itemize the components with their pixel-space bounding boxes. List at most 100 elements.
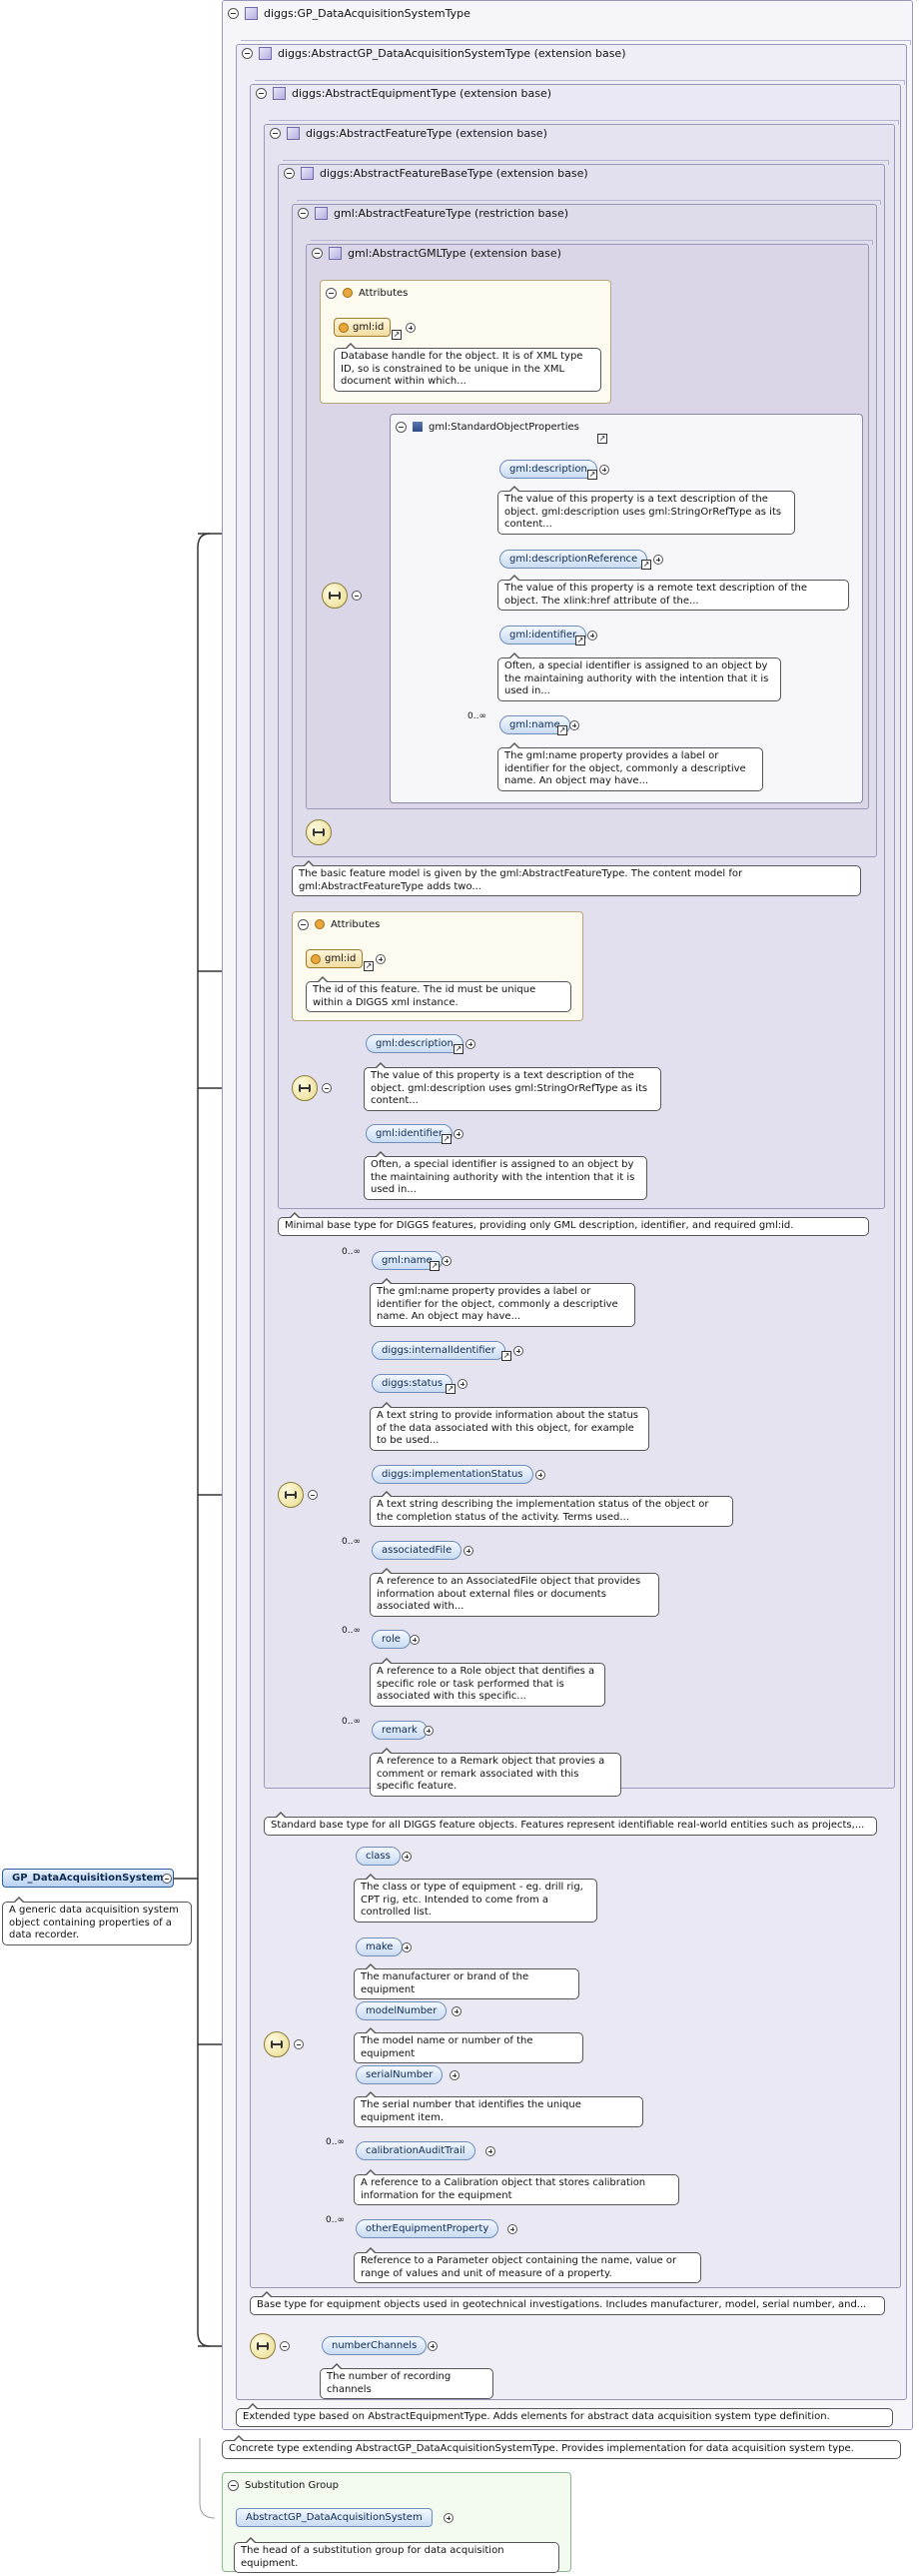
collapse-icon[interactable] <box>326 287 337 299</box>
reference-icon[interactable]: ↗ <box>597 434 607 444</box>
element-diggs-status[interactable]: diggs:status <box>372 1374 454 1393</box>
expand-icon[interactable] <box>458 1379 467 1389</box>
element-doc: Often, a special identifier is assigned … <box>497 652 781 701</box>
reference-icon[interactable]: ↗ <box>446 1384 456 1394</box>
collapse-icon[interactable] <box>280 2341 290 2351</box>
reference-icon[interactable]: ↗ <box>442 1134 452 1144</box>
element-gml-identifier[interactable]: gml:identifier <box>366 1124 454 1143</box>
expand-icon[interactable] <box>402 1942 412 1952</box>
expand-icon[interactable] <box>599 465 609 475</box>
element-serial-number[interactable]: serialNumber <box>356 2065 444 2084</box>
expand-icon[interactable] <box>444 2513 454 2523</box>
expand-icon[interactable] <box>410 1635 420 1645</box>
expand-icon[interactable] <box>465 1039 475 1049</box>
collapse-icon[interactable] <box>284 167 295 179</box>
reference-icon[interactable]: ↗ <box>575 636 585 645</box>
expand-icon[interactable] <box>452 2006 461 2016</box>
expand-icon[interactable] <box>424 1726 434 1736</box>
element-gml-description-reference[interactable]: gml:descriptionReference <box>499 550 648 569</box>
type-header-abstract-equipment-type[interactable]: diggs:AbstractEquipmentType (extension b… <box>256 84 551 102</box>
element-diggs-internal-identifier[interactable]: diggs:internalIdentifier <box>372 1341 505 1360</box>
collapse-icon[interactable] <box>228 7 239 19</box>
reference-icon[interactable]: ↗ <box>557 725 567 735</box>
expand-icon[interactable] <box>454 1129 463 1139</box>
reference-icon[interactable]: ↗ <box>501 1351 511 1361</box>
reference-icon[interactable]: ↗ <box>454 1044 463 1054</box>
type-header-abstract-feature-type[interactable]: diggs:AbstractFeatureType (extension bas… <box>270 124 547 142</box>
element-calibration-audit-trail[interactable]: calibrationAuditTrail <box>356 2141 475 2160</box>
element-gml-identifier[interactable]: gml:identifier <box>499 626 587 644</box>
sequence-icon[interactable] <box>264 2031 290 2057</box>
collapse-icon[interactable] <box>308 1490 318 1500</box>
group-header[interactable]: gml:StandardObjectProperties <box>396 418 579 436</box>
attribute-gml-id[interactable]: gml:id <box>334 318 392 337</box>
type-header-gml-abstract-feature-type[interactable]: gml:AbstractFeatureType (restriction bas… <box>298 204 568 222</box>
collapse-icon[interactable] <box>270 127 281 139</box>
expand-icon[interactable] <box>587 631 597 641</box>
complex-type-icon <box>287 126 300 140</box>
element-role[interactable]: role <box>372 1630 411 1649</box>
attribute-gml-id[interactable]: gml:id <box>306 949 364 968</box>
collapse-icon[interactable] <box>294 2039 304 2049</box>
type-header-gml-abstract-gml-type[interactable]: gml:AbstractGMLType (extension base) <box>312 244 561 262</box>
type-header-gp-das-type[interactable]: diggs:GP_DataAcquisitionSystemType <box>228 4 470 22</box>
element-diggs-implementation-status[interactable]: diggs:implementationStatus <box>372 1465 533 1484</box>
sequence-icon[interactable] <box>322 583 348 609</box>
attributes-header[interactable]: Attributes <box>298 915 380 933</box>
collapse-icon[interactable] <box>298 918 309 930</box>
root-element[interactable]: GP_DataAcquisitionSystem <box>2 1869 174 1888</box>
expand-icon[interactable] <box>507 2224 517 2234</box>
sequence-icon[interactable] <box>292 1075 318 1101</box>
collapse-icon[interactable] <box>352 591 362 601</box>
collapse-icon[interactable] <box>256 87 267 99</box>
element-gml-description[interactable]: gml:description <box>366 1034 463 1053</box>
reference-icon[interactable]: ↗ <box>364 961 374 971</box>
expand-icon[interactable] <box>450 2070 460 2080</box>
expand-icon[interactable] <box>428 2341 438 2351</box>
reference-icon[interactable]: ↗ <box>641 560 651 570</box>
multiplicity-label: 0..∞ <box>326 2137 345 2147</box>
expand-icon[interactable] <box>569 720 579 730</box>
attribute-icon <box>311 953 321 964</box>
type-header-abstract-feature-base-type[interactable]: diggs:AbstractFeatureBaseType (extension… <box>284 164 588 182</box>
collapse-icon[interactable] <box>298 207 309 219</box>
expand-icon[interactable] <box>485 2146 495 2156</box>
element-gml-description[interactable]: gml:description <box>499 460 597 479</box>
expand-icon[interactable] <box>513 1346 523 1356</box>
sequence-icon[interactable] <box>278 1482 304 1508</box>
expand-icon[interactable] <box>442 1256 452 1266</box>
type-header-abstract-das-type[interactable]: diggs:AbstractGP_DataAcquisitionSystemTy… <box>242 44 626 62</box>
complex-type-icon <box>315 206 328 220</box>
element-associated-file[interactable]: associatedFile <box>372 1541 462 1560</box>
reference-icon[interactable]: ↗ <box>392 330 402 340</box>
element-make[interactable]: make <box>356 1937 404 1956</box>
multiplicity-label: 0..∞ <box>467 711 486 721</box>
element-remark[interactable]: remark <box>372 1721 428 1740</box>
element-number-channels[interactable]: numberChannels <box>322 2336 428 2355</box>
element-model-number[interactable]: modelNumber <box>356 2001 448 2020</box>
complex-type-icon <box>259 46 272 60</box>
element-gml-name[interactable]: gml:name <box>372 1251 443 1270</box>
collapse-icon[interactable] <box>312 247 323 259</box>
expand-icon[interactable] <box>463 1546 473 1556</box>
collapse-icon[interactable] <box>396 421 407 433</box>
substitution-group-header[interactable]: Substitution Group <box>228 2476 339 2494</box>
collapse-icon[interactable] <box>322 1083 332 1093</box>
expand-icon[interactable] <box>653 555 663 565</box>
element-class[interactable]: class <box>356 1847 401 1866</box>
collapse-icon[interactable] <box>228 2479 239 2491</box>
root-collapse-toggle[interactable] <box>162 1874 172 1884</box>
reference-icon[interactable]: ↗ <box>587 470 597 480</box>
element-other-equipment-property[interactable]: otherEquipmentProperty <box>356 2219 499 2238</box>
sequence-icon[interactable] <box>250 2333 276 2359</box>
expand-icon[interactable] <box>535 1470 545 1480</box>
expand-icon[interactable] <box>376 954 386 964</box>
collapse-icon[interactable] <box>242 47 253 59</box>
sequence-icon[interactable] <box>306 819 332 845</box>
reference-icon[interactable]: ↗ <box>430 1261 440 1271</box>
attribute-doc: Database handle for the object. It is of… <box>334 343 601 392</box>
expand-icon[interactable] <box>406 323 416 333</box>
substitution-head-element[interactable]: AbstractGP_DataAcquisitionSystem <box>236 2508 433 2527</box>
attributes-header[interactable]: Attributes <box>326 284 408 302</box>
expand-icon[interactable] <box>402 1852 412 1862</box>
